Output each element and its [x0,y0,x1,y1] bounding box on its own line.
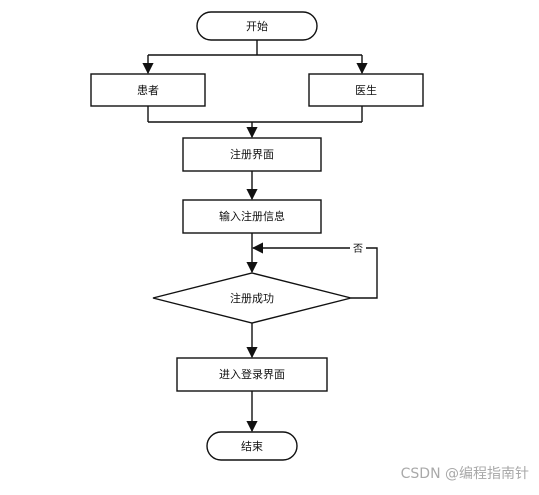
patient-node: 患者 [90,73,206,107]
register-page-label: 注册界面 [230,147,274,161]
start-label: 开始 [246,19,268,33]
edge-no-loop [251,242,378,299]
enter-info-label: 输入注册信息 [219,209,285,223]
end-node: 结束 [206,431,298,461]
end-label: 结束 [241,440,263,453]
start-node: 开始 [196,11,318,41]
edge-no-label: 否 [353,243,363,255]
edge-no-label-bg [350,241,366,254]
patient-label: 患者 [137,84,159,97]
csdn-watermark: CSDN @编程指南针 [400,466,529,482]
enter-info-node: 输入注册信息 [182,199,322,234]
doctor-label: 医生 [355,83,377,97]
decision-node: 注册成功 [152,272,352,324]
login-page-node: 进入登录界面 [176,357,328,392]
login-page-label: 进入登录界面 [219,367,285,381]
doctor-node: 医生 [308,73,424,107]
decision-label: 注册成功 [230,291,274,305]
register-page-node: 注册界面 [182,137,322,172]
